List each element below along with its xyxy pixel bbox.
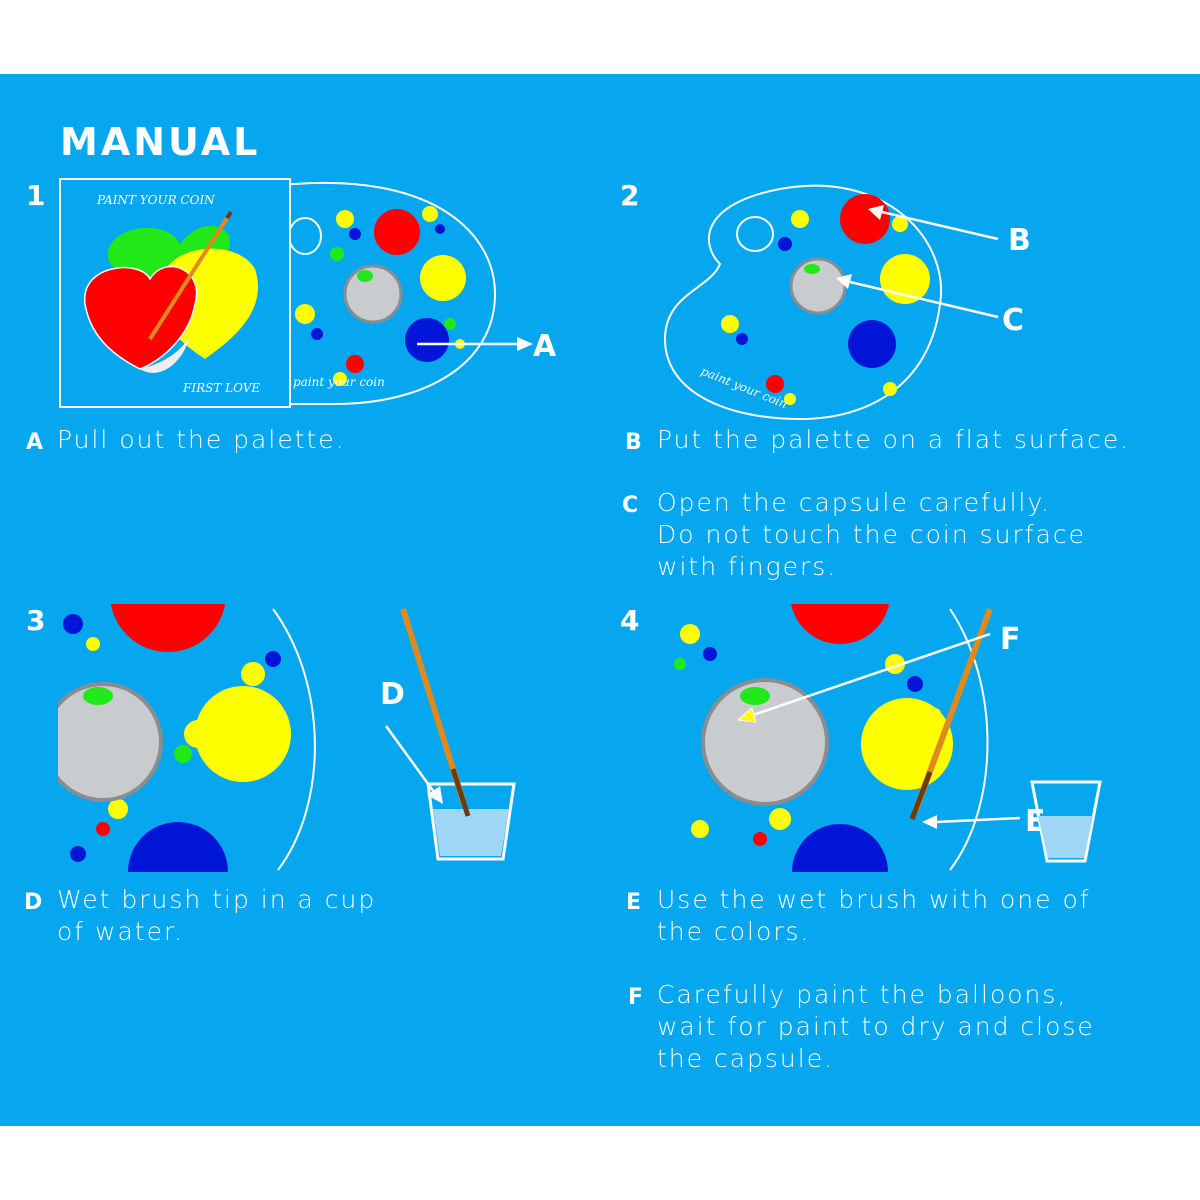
coin-balloon-green	[804, 264, 820, 274]
manual-panel: MANUAL 1 2 3 4 paint your coin PAINT YOU…	[0, 74, 1200, 1126]
palette-thumb-hole	[288, 217, 322, 255]
palette-edge	[949, 608, 989, 871]
red-balloon-icon	[84, 265, 198, 370]
step-number-3: 3	[26, 604, 46, 637]
step-number-1: 1	[26, 179, 46, 212]
step3-illustration: D	[58, 604, 516, 872]
instruction-a-letter: A	[26, 430, 44, 455]
page-title: MANUAL	[60, 120, 261, 164]
palette-blue-paint	[405, 318, 449, 362]
arrow-c	[849, 280, 999, 319]
instruction-d-letter: D	[24, 890, 43, 915]
instruction-d-text: Wet brush tip in a cup of water.	[57, 885, 377, 946]
arrow-b	[881, 210, 999, 241]
palette-yellow-paint	[880, 254, 930, 304]
callout-d: D	[380, 677, 405, 712]
arrow-b-head	[868, 205, 884, 220]
palette-red-paint	[374, 209, 420, 255]
water-fill	[1038, 816, 1093, 858]
cover-top-text: PAINT YOUR COIN	[96, 193, 215, 207]
step-number-2: 2	[620, 179, 640, 212]
arrow-d-head	[427, 786, 443, 804]
palette-brand-text: paint your coin	[293, 375, 385, 389]
palette-edge	[272, 608, 316, 871]
instruction-b-letter: B	[625, 430, 642, 455]
brush-tip	[450, 768, 471, 817]
palette-blue-paint	[128, 822, 228, 872]
palette-blue-paint	[792, 824, 888, 872]
palette-red-paint	[110, 604, 226, 652]
instruction-f-letter: F	[628, 985, 644, 1010]
coin-icon	[58, 682, 163, 802]
step-number-4: 4	[620, 604, 640, 637]
arrow-e-head	[922, 815, 937, 829]
instruction-e-text: Use the wet brush with one of the colors…	[657, 885, 1091, 946]
instruction-a-text: Pull out the palette.	[57, 425, 346, 454]
arrow-e	[935, 816, 1021, 824]
arrow-f-head	[736, 707, 757, 723]
brush-tip	[909, 771, 933, 820]
water-cup-icon	[426, 782, 516, 861]
step2-illustration: paint your coin B C	[663, 184, 1031, 421]
instruction-f-text: Carefully paint the balloons, wait for p…	[657, 980, 1095, 1073]
callout-a: A	[533, 329, 557, 364]
water-fill	[433, 809, 509, 856]
balloon-white-patch	[140, 324, 195, 373]
paint-splatters	[721, 210, 911, 405]
instruction-b-text: Put the palette on a flat surface.	[657, 425, 1131, 454]
cover-bottom-text: FIRST LOVE	[182, 381, 260, 395]
instruction-e-letter: E	[626, 890, 642, 915]
coin-icon	[343, 264, 403, 324]
coin-icon	[701, 678, 829, 806]
arrow-c-head	[836, 274, 852, 289]
brush-icon	[148, 216, 229, 341]
coin-balloon-green	[357, 270, 373, 282]
brush-tip	[225, 210, 233, 220]
water-cup-icon	[1030, 780, 1102, 863]
step1-illustration: paint your coin PAINT YOUR COIN FIRST LO…	[59, 178, 557, 408]
palette-red-paint	[791, 604, 889, 644]
palette-yellow-paint	[195, 686, 291, 782]
arrow-d	[384, 725, 436, 793]
arrow-f	[749, 632, 991, 718]
instruction-c-letter: C	[622, 493, 639, 518]
arrow-a-head	[517, 337, 533, 351]
paint-splatters	[295, 206, 465, 386]
instruction-c-text: Open the capsule carefully. Do not touch…	[657, 488, 1087, 581]
callout-f: F	[1000, 622, 1021, 657]
palette-yellow-paint	[420, 255, 466, 301]
step4-illustration: F E	[674, 604, 1102, 872]
palette-red-paint	[840, 194, 890, 244]
callout-b: B	[1008, 223, 1031, 258]
palette-blue-paint	[848, 320, 896, 368]
palette-thumb-hole	[736, 216, 774, 252]
coin-balloon-green	[83, 687, 113, 705]
coin-balloon-green	[740, 687, 770, 705]
callout-c: C	[1002, 303, 1024, 338]
